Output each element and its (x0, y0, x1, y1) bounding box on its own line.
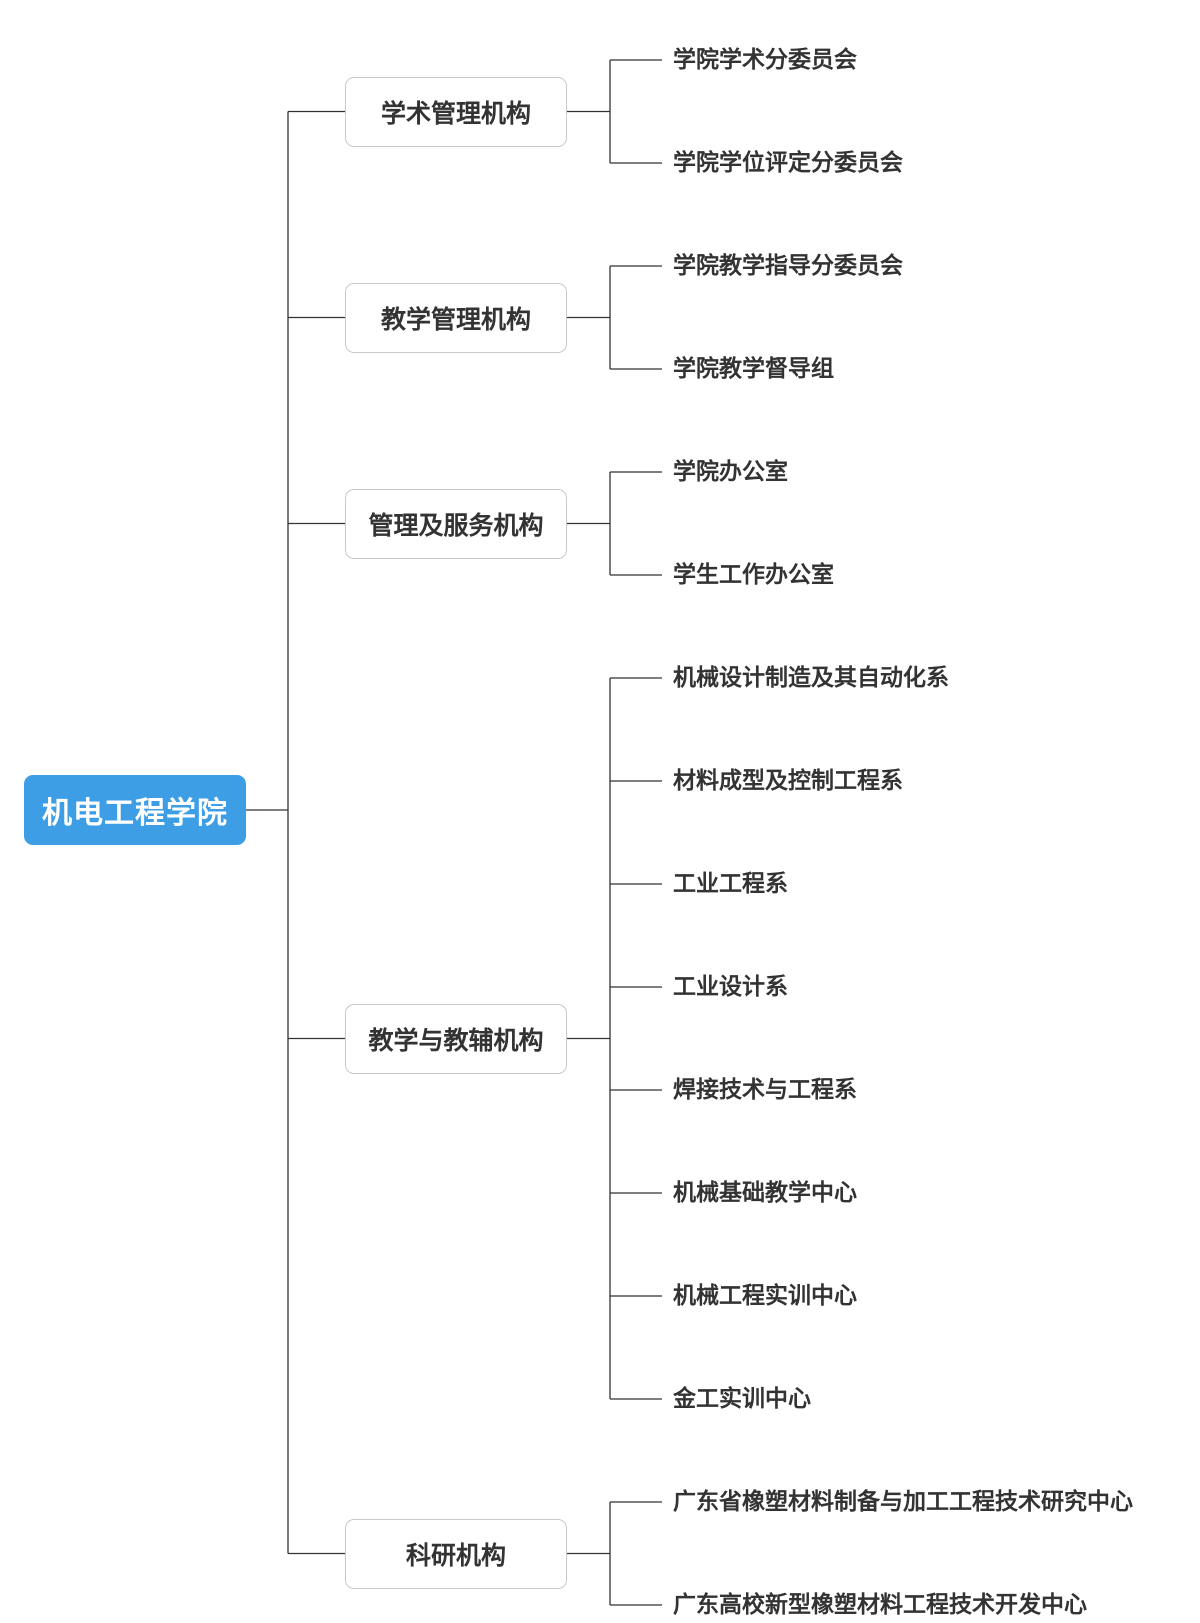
branch-node[interactable]: 教学管理机构 (345, 282, 567, 353)
leaf-node[interactable]: 学院教学指导分委员会 (673, 253, 903, 279)
leaf-node[interactable]: 工业设计系 (673, 974, 788, 1000)
leaf-node[interactable]: 机械工程实训中心 (673, 1283, 857, 1309)
leaf-node[interactable]: 广东高校新型橡塑材料工程技术开发中心 (673, 1592, 1087, 1618)
leaf-node[interactable]: 广东省橡塑材料制备与加工工程技术研究中心 (673, 1489, 1133, 1515)
leaf-node[interactable]: 学院学位评定分委员会 (673, 150, 903, 176)
leaf-node[interactable]: 金工实训中心 (673, 1386, 811, 1412)
leaf-node[interactable]: 机械设计制造及其自动化系 (673, 665, 949, 691)
leaf-node[interactable]: 学生工作办公室 (673, 562, 834, 588)
leaf-node[interactable]: 材料成型及控制工程系 (673, 768, 903, 794)
branch-node[interactable]: 学术管理机构 (345, 76, 567, 147)
leaf-node[interactable]: 机械基础教学中心 (673, 1180, 857, 1206)
branch-node[interactable]: 科研机构 (345, 1518, 567, 1589)
leaf-node[interactable]: 学院办公室 (673, 459, 788, 485)
leaf-node[interactable]: 工业工程系 (673, 871, 788, 897)
leaf-node[interactable]: 焊接技术与工程系 (673, 1077, 857, 1103)
branch-node[interactable]: 管理及服务机构 (345, 488, 567, 559)
leaf-node[interactable]: 学院教学督导组 (673, 356, 834, 382)
branch-node[interactable]: 教学与教辅机构 (345, 1003, 567, 1074)
root-node[interactable]: 机电工程学院 (24, 775, 246, 845)
leaf-node[interactable]: 学院学术分委员会 (673, 47, 857, 73)
